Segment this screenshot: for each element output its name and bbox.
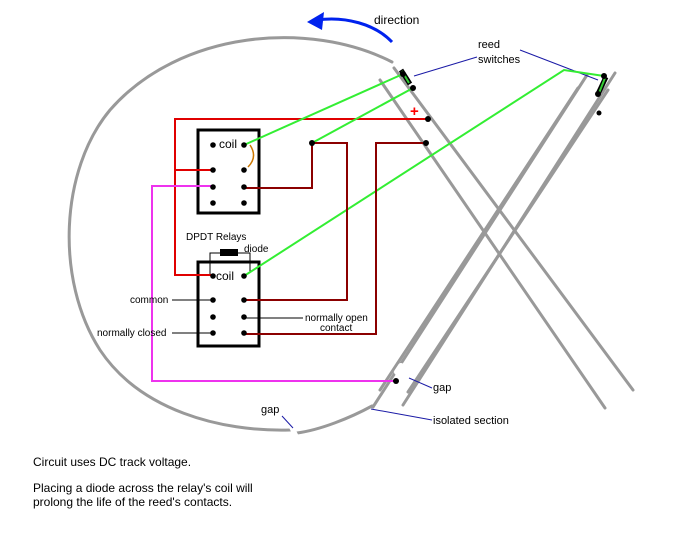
brown-wire-bottom-right (244, 142, 426, 335)
note-diode: Placing a diode across the relay's coil … (33, 481, 253, 509)
relay-bottom-coil-label: coil (216, 269, 234, 283)
isolated-section-pointer (370, 408, 433, 421)
green-wires (243, 68, 605, 277)
direction-label: direction (374, 13, 419, 27)
normally-closed-label: normally closed (97, 328, 166, 339)
relays-title: DPDT Relays (186, 232, 246, 243)
relay-top-coil-arc (247, 144, 255, 168)
green-wire-brown-node (311, 87, 414, 144)
gap-bottom-label: gap (261, 404, 279, 416)
rail-cross-2b (406, 88, 610, 394)
magenta-wire (151, 185, 396, 382)
reed-switch-right (595, 75, 609, 96)
brown-wire-top-right (244, 142, 348, 301)
green-wire-bottom-coil (243, 68, 605, 277)
relay-top-coil-label: coil (219, 137, 237, 151)
reed-label-line1: reed (478, 39, 500, 51)
track-loop-bottom-right (295, 404, 374, 435)
gap-bottom-pointer (281, 415, 294, 429)
isolated-section-label: isolated section (433, 415, 509, 427)
green-wire-top-coil (243, 73, 404, 146)
direction-arrow (307, 12, 394, 44)
gap-cut-bottom (288, 423, 299, 439)
rail-diag-2 (392, 66, 635, 392)
note-dc-voltage: Circuit uses DC track voltage. (33, 455, 192, 469)
rail-diag-1 (378, 78, 607, 410)
reed-pointer-right (519, 49, 599, 81)
common-label: common (130, 295, 168, 306)
gap-cut-right (394, 363, 404, 375)
normally-open-label-line1: normally open (305, 313, 368, 324)
diode (209, 249, 251, 275)
reed-label-line2: switches (478, 54, 521, 66)
track-loop (67, 36, 394, 432)
rail-cross-1b (378, 86, 580, 392)
terminal-dots (210, 71, 607, 384)
gap-right-pointer (408, 377, 433, 389)
normally-open-label-line2: contact (320, 323, 352, 334)
track (67, 36, 635, 439)
reed-pointer-left (413, 56, 478, 77)
gap-right-label: gap (433, 382, 451, 394)
diode-label: diode (244, 244, 269, 255)
brown-wires (244, 142, 426, 335)
plus-sign: + (410, 103, 419, 120)
